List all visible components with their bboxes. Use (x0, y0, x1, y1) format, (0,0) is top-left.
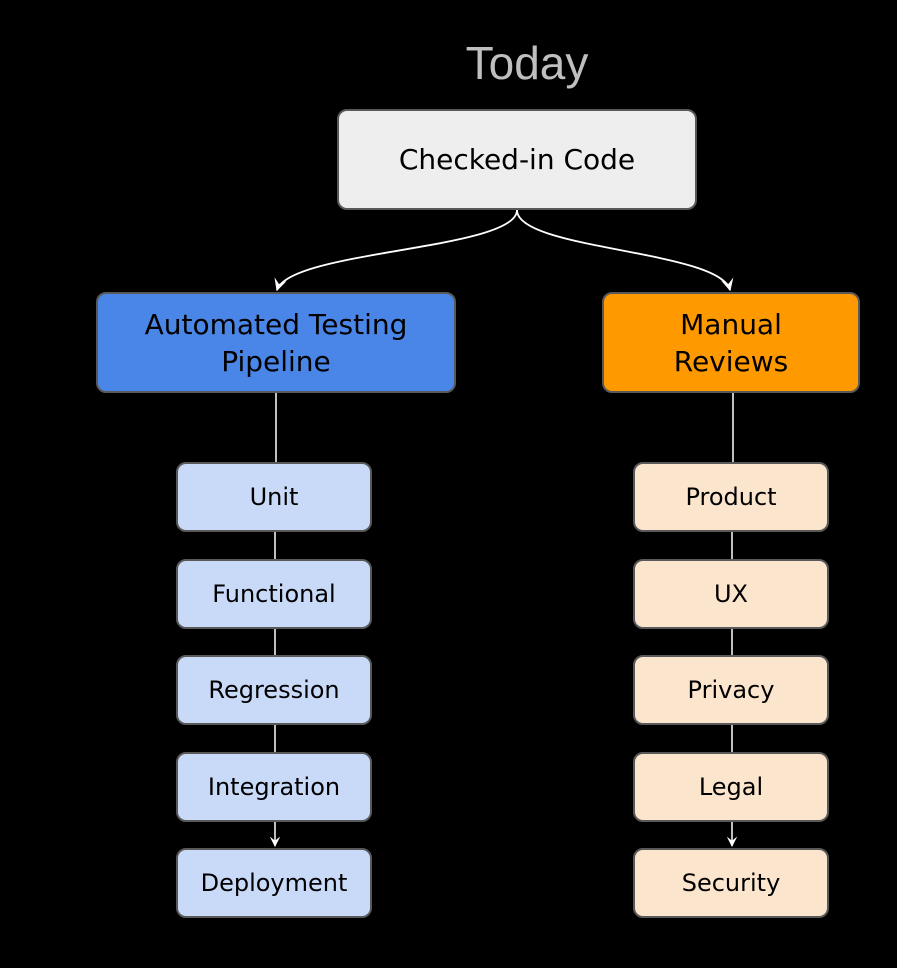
automated-step-regression: Regression (176, 655, 372, 725)
step-label: Deployment (200, 869, 348, 897)
automated-step-unit: Unit (176, 462, 372, 532)
automated-step-integration: Integration (176, 752, 372, 822)
automated-step-functional: Functional (176, 559, 372, 629)
step-label: Functional (212, 580, 336, 608)
step-label: Legal (698, 773, 764, 801)
step-label: Product (685, 483, 777, 511)
manual-step-ux: UX (633, 559, 829, 629)
root-to-automated-arrow (274, 209, 518, 292)
manual-step-security: Security (633, 848, 829, 918)
root-node-checked-in-code: Checked-in Code (337, 109, 697, 210)
step-label: Privacy (687, 676, 775, 704)
automated-testing-pipeline-node: Automated Testing Pipeline (96, 292, 456, 393)
step-label: Integration (207, 773, 341, 801)
root-node-label: Checked-in Code (398, 143, 636, 176)
manual-step-legal: Legal (633, 752, 829, 822)
step-label: Regression (208, 676, 340, 704)
root-to-manual-arrow (516, 209, 734, 292)
step-label: Security (681, 869, 781, 897)
manual-step-privacy: Privacy (633, 655, 829, 725)
step-label: Unit (249, 483, 299, 511)
step-label: UX (713, 580, 748, 608)
automated-step-deployment: Deployment (176, 848, 372, 918)
manual-reviews-node: Manual Reviews (602, 292, 860, 393)
diagram-title: Today (465, 37, 589, 89)
manual-step-product: Product (633, 462, 829, 532)
manual-node-label: Manual Reviews (673, 307, 789, 378)
automated-node-label: Automated Testing Pipeline (144, 307, 408, 378)
